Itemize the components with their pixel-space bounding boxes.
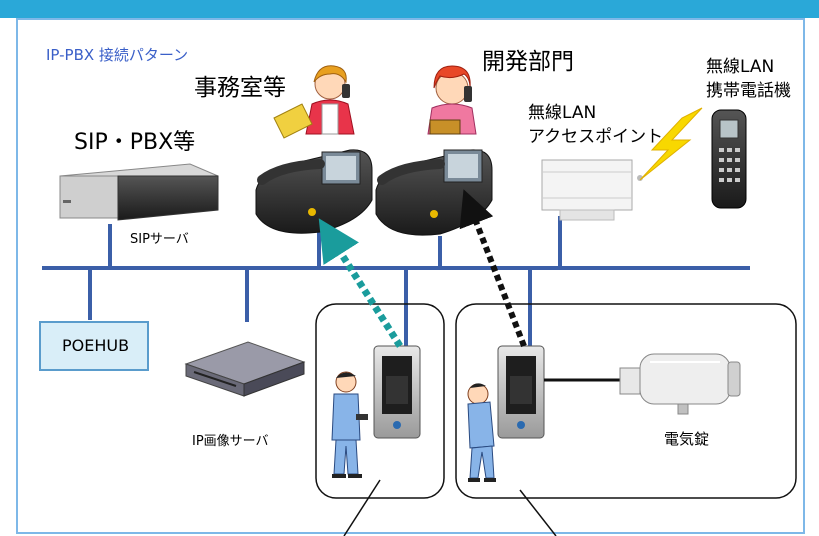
intercom-left-icon (373, 345, 421, 439)
label-poehub: POEHUB (62, 336, 130, 355)
diagram-frame (16, 18, 805, 534)
diagram-title: IP-PBX 接続パターン (46, 46, 189, 64)
top-bar (0, 0, 819, 18)
label-wlan-phone-line1: 無線LAN (706, 57, 775, 77)
office-worker-icon (273, 65, 355, 139)
callout-line-right (519, 489, 557, 536)
ip-image-server-icon (184, 341, 306, 397)
label-office: 事務室等 (194, 75, 286, 101)
wireless-signal-icon (639, 107, 703, 181)
ip-phone-office-icon (255, 149, 373, 234)
label-ip-image-server: IP画像サーバ (192, 434, 269, 449)
sip-server-icon (59, 163, 219, 221)
label-sip-pbx: SIP・PBX等 (74, 130, 196, 155)
label-ap-line2: アクセスポイント (528, 127, 664, 147)
teal-call-arrow (318, 218, 403, 348)
dev-worker-icon (427, 65, 477, 135)
wireless-handset-icon (711, 109, 747, 209)
visitor-bowing-icon (467, 383, 496, 482)
visitor-standing-icon (331, 371, 368, 478)
intercom-right-icon (497, 345, 545, 439)
electric-lock-icon (619, 353, 741, 415)
label-sip-server: SIPサーバ (130, 232, 189, 247)
access-point-icon (541, 159, 643, 221)
poehub-box (39, 321, 149, 371)
label-ap-line1: 無線LAN (528, 103, 597, 123)
network-lines (42, 216, 750, 348)
door-group-left (315, 303, 445, 499)
label-dev: 開発部門 (482, 49, 574, 75)
door-group-right (455, 303, 797, 499)
callout-line-left (343, 479, 381, 536)
black-call-arrow (459, 189, 527, 348)
label-wlan-phone-line2: 携帯電話機 (706, 81, 791, 101)
label-electric-lock: 電気錠 (664, 430, 710, 448)
